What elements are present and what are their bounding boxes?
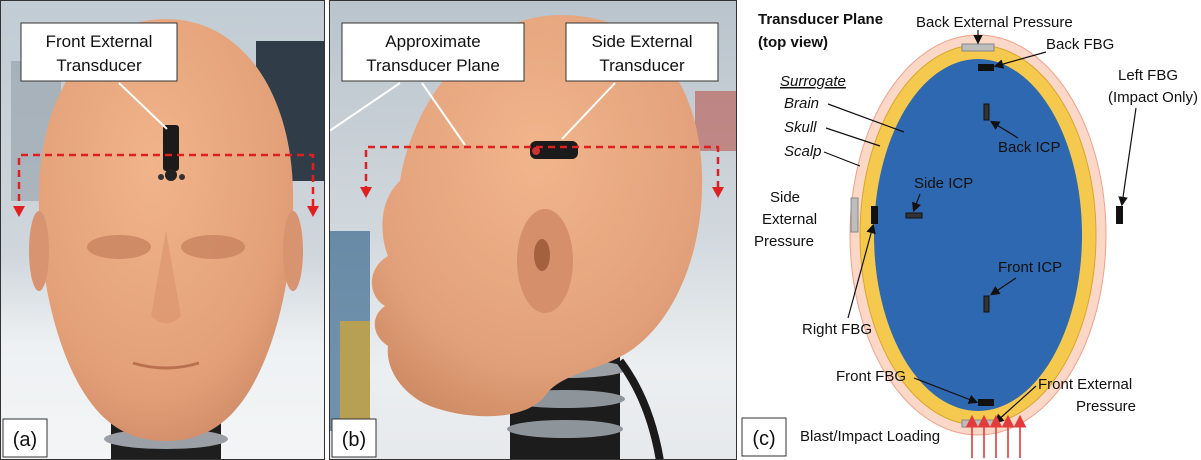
side-icp-sensor [906, 213, 922, 218]
diagram-title-line1: Transducer Plane [758, 11, 883, 28]
side-icp-label: Side ICP [914, 175, 973, 192]
photo-panel-a: Front External Transducer (a) [0, 0, 325, 460]
panel-label-a: (a) [13, 429, 37, 451]
layer-scalp-label: Scalp [784, 143, 822, 160]
side-external-pressure-line3: Pressure [754, 233, 814, 250]
transducer-plane-diagram: Transducer Plane (top view) Back Externa… [740, 0, 1201, 460]
front-transducer-label-line1: Front External [46, 32, 153, 51]
front-external-pressure-sensor [962, 420, 994, 427]
headform-side-illustration: Approximate Transducer Plane Side Extern… [330, 1, 737, 460]
surrogate-header: Surrogate [780, 73, 846, 90]
transducer-plane-label-line2: Transducer Plane [366, 56, 500, 75]
back-fbg-sensor [978, 64, 994, 71]
transducer-plane-label-line1: Approximate [385, 32, 480, 51]
side-external-pressure-line1: Side [770, 189, 800, 206]
right-fbg-label: Right FBG [802, 321, 872, 338]
left-fbg-label-line2: (Impact Only) [1108, 89, 1198, 106]
headform-front-illustration: Front External Transducer (a) [1, 1, 325, 460]
front-icp-sensor [984, 296, 989, 312]
back-icp-sensor [984, 104, 989, 120]
side-transducer-label-line1: Side External [591, 32, 692, 51]
layer-brain-label: Brain [784, 95, 819, 112]
side-external-pressure-sensor [851, 198, 858, 232]
diagram-title-line2: (top view) [758, 34, 828, 51]
left-fbg-label-line1: Left FBG [1118, 67, 1178, 84]
back-external-pressure-label: Back External Pressure [916, 14, 1073, 31]
panel-label-c: (c) [752, 428, 775, 450]
side-external-pressure-line2: External [762, 211, 817, 228]
diagram-panel-c: Transducer Plane (top view) Back Externa… [740, 0, 1201, 460]
front-external-pressure-line1: Front External [1038, 376, 1132, 393]
layer-skull-label: Skull [784, 119, 817, 136]
front-transducer-sensor [163, 125, 179, 171]
left-fbg-sensor [1116, 206, 1123, 224]
back-external-pressure-sensor [962, 44, 994, 51]
front-fbg-sensor [978, 399, 994, 406]
back-icp-label: Back ICP [998, 139, 1061, 156]
right-fbg-sensor [871, 206, 878, 224]
photo-panel-b: Approximate Transducer Plane Side Extern… [329, 0, 737, 460]
front-transducer-label-line2: Transducer [56, 56, 142, 75]
back-fbg-label: Back FBG [1046, 36, 1114, 53]
front-fbg-label: Front FBG [836, 368, 906, 385]
brain-layer [874, 59, 1082, 411]
side-transducer-label-line2: Transducer [599, 56, 685, 75]
front-external-pressure-line2: Pressure [1076, 398, 1136, 415]
loading-label: Blast/Impact Loading [800, 428, 940, 445]
front-icp-label: Front ICP [998, 259, 1062, 276]
panel-label-b: (b) [342, 429, 366, 451]
